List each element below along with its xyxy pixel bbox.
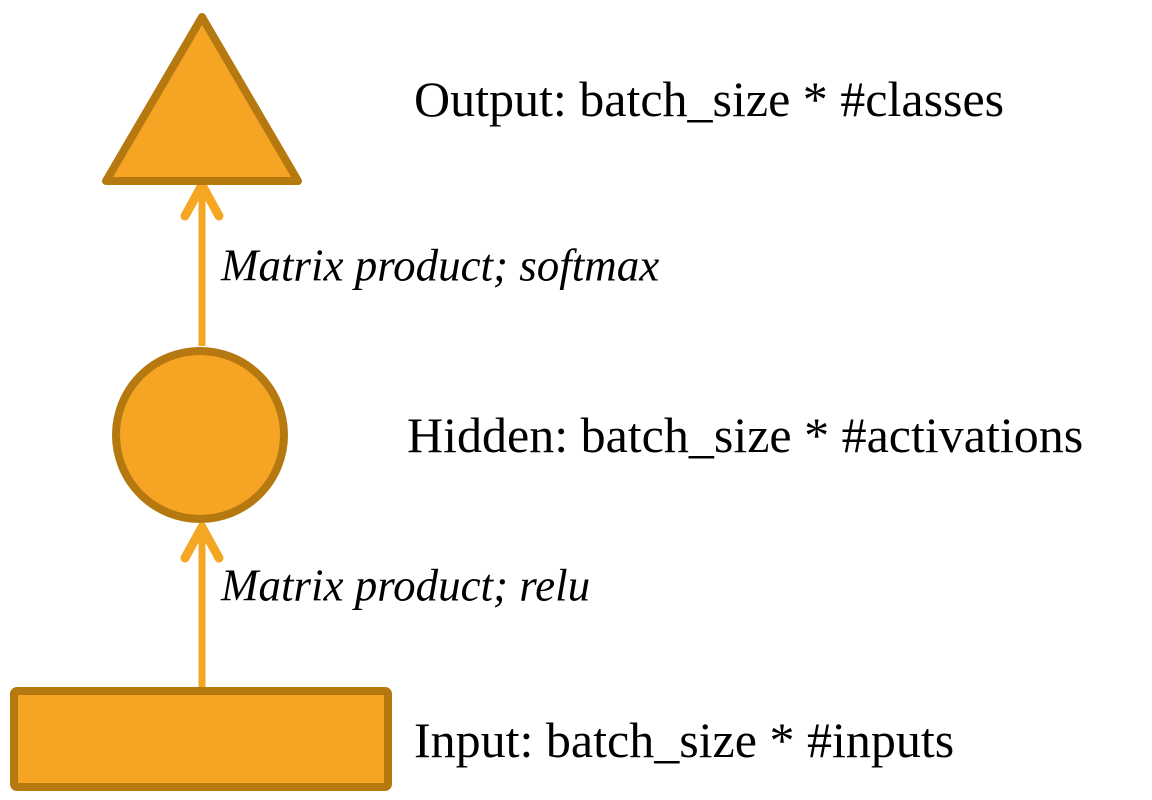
arrow-up-icon: [180, 522, 224, 563]
hidden-circle-shape: [112, 347, 288, 523]
input-rectangle-shape: [10, 687, 392, 791]
output-node-label: Output: batch_size * #classes: [414, 71, 1005, 127]
arrow-input-to-hidden: [180, 522, 224, 688]
edge-label-relu: Matrix product; relu: [221, 560, 591, 611]
input-node-label: Input: batch_size * #inputs: [414, 712, 955, 768]
edge-label-softmax: Matrix product; softmax: [221, 240, 660, 291]
hidden-node-label: Hidden: batch_size * #activations: [407, 407, 1084, 463]
output-triangle-shape: [102, 13, 302, 185]
arrow-hidden-to-output: [180, 180, 224, 346]
